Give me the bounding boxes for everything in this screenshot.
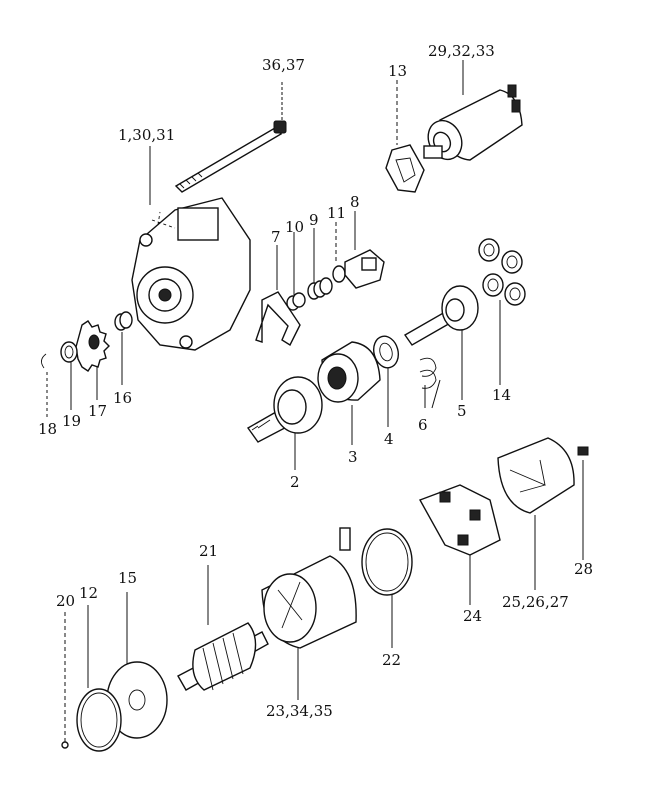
callout-18: 18 [38, 420, 57, 438]
callout-24: 24 [463, 607, 482, 625]
callout-17: 17 [88, 402, 107, 420]
callout-14: 14 [492, 386, 511, 404]
ball-part [61, 612, 69, 749]
callout-5: 5 [457, 402, 467, 420]
clip-part [332, 222, 346, 283]
sleeve-part [114, 311, 133, 385]
end-frame-part [497, 437, 575, 590]
callout-7: 7 [271, 228, 281, 246]
callout-21: 21 [199, 542, 218, 560]
clutch-shaft-part [403, 285, 479, 400]
plunger-part [344, 211, 385, 289]
bearing-housing-part [317, 341, 381, 445]
callout-12: 12 [79, 584, 98, 602]
callout-29-32-33: 29,32,33 [428, 42, 495, 60]
armature-part [177, 565, 269, 691]
callout-19: 19 [62, 412, 81, 430]
coil-spring-part [307, 228, 333, 300]
shift-lever-part [255, 245, 301, 347]
callout-25-26-27: 25,26,27 [502, 593, 569, 611]
callout-9: 9 [309, 211, 319, 229]
callout-4: 4 [384, 430, 394, 448]
callout-22: 22 [382, 651, 401, 669]
callout-36-37: 36,37 [262, 56, 305, 74]
callout-8: 8 [350, 193, 360, 211]
callout-15: 15 [118, 569, 137, 587]
callout-16: 16 [113, 389, 132, 407]
pinion-shaft-part [246, 376, 323, 470]
callout-28: 28 [574, 560, 593, 578]
roller-set-part [478, 238, 526, 385]
end-ring-part [76, 605, 122, 752]
snap-ring-part [419, 357, 441, 409]
o-ring-part [361, 528, 413, 648]
solenoid-part [423, 60, 523, 161]
callout-10: 10 [285, 218, 304, 236]
spring-part [286, 232, 306, 311]
callout-11: 11 [327, 204, 346, 222]
through-bolt-part [174, 82, 287, 193]
callout-23-34-35: 23,34,35 [266, 702, 333, 720]
callout-6: 6 [418, 416, 428, 434]
brush-holder-part [418, 484, 501, 605]
callout-1-30-31: 1,30,31 [118, 126, 175, 144]
callout-2: 2 [290, 473, 300, 491]
yoke-part [261, 527, 357, 700]
drive-housing-part [131, 146, 251, 351]
gasket-part [385, 80, 425, 193]
washer-part [372, 335, 400, 427]
screw-part [577, 446, 589, 560]
callout-3: 3 [348, 448, 358, 466]
pinion-gear-part [75, 320, 110, 400]
retaining-ring-part [41, 353, 48, 418]
callout-13: 13 [388, 62, 407, 80]
callout-20: 20 [56, 592, 75, 610]
stop-collar-part [60, 341, 78, 410]
